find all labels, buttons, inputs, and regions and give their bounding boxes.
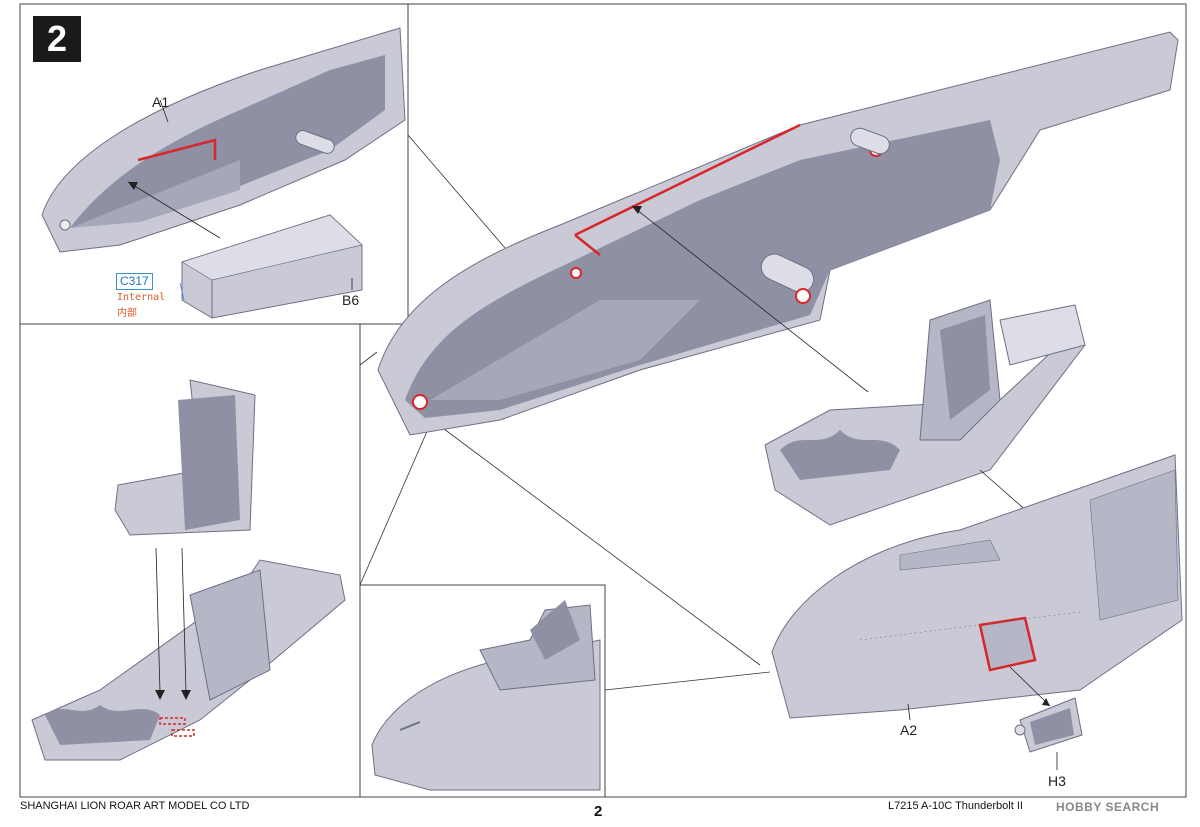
part-a1-fuselage-enlarged: [377, 31, 1179, 436]
part-label-h3: H3: [1048, 773, 1066, 789]
page-number: 2: [594, 803, 603, 820]
step-number: 2: [33, 16, 81, 62]
part-h3-hatch: [1014, 697, 1083, 753]
connector-line: [359, 351, 378, 366]
paint-note-english: Internal: [117, 292, 166, 303]
part-a2-right-fuselage: [771, 454, 1183, 719]
watermark: HOBBY SEARCH: [1056, 800, 1160, 814]
part-seat-assembly-detail: [31, 379, 346, 761]
part-assembled-nose-preview: [371, 600, 601, 791]
part-label-a1: A1: [152, 94, 170, 110]
connector-line: [604, 671, 771, 691]
connector-line: [407, 134, 506, 249]
connector-line: [431, 419, 761, 666]
footer-company: SHANGHAI LION ROAR ART MODEL CO LTD: [20, 800, 250, 812]
part-label-b6: B6: [342, 292, 360, 308]
part-b6-cockpit-tub: [181, 214, 363, 319]
connector-line: [359, 419, 433, 586]
footer-kit-title: L7215 A-10C Thunderbolt II: [888, 800, 1023, 812]
part-ejection-seat-tub: [764, 299, 1086, 526]
paint-color-code: C317: [116, 273, 153, 290]
part-a1-left-fuselage: [41, 27, 406, 253]
part-label-a2: A2: [900, 722, 918, 738]
paint-note-chinese: 内部: [117, 308, 137, 319]
